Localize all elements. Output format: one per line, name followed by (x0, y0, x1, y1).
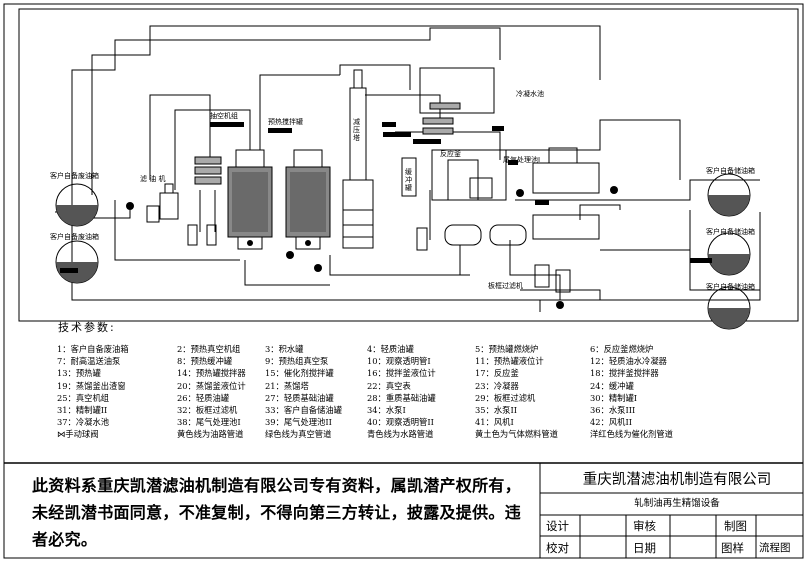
legend-item: 30：精制罐I (590, 392, 638, 403)
legend-item: 25：真空机组 (57, 392, 110, 403)
proof-label: 校对 (546, 541, 569, 555)
customer-waste-tank-2 (55, 240, 99, 284)
legend-item: 29：板框过滤机 (475, 392, 536, 403)
label-buffer: 缓冲罐 (405, 168, 412, 192)
label-tower: 减压塔 (353, 118, 360, 142)
legend-item: 31：精制罐II (57, 405, 108, 415)
legend-item: 39：尾气处理池II (265, 417, 332, 428)
legend-item: 23：冷凝器 (475, 380, 519, 391)
legend-item: 21：蒸馏塔 (265, 380, 309, 391)
legend-item: 15：催化剂搅拌罐 (265, 368, 334, 379)
legend-item: 38：尾气处理池I (177, 417, 241, 428)
customer-storage-tank-1 (707, 173, 751, 217)
preheat-reactor (227, 149, 273, 250)
project-name: 轧制油再生精馏设备 (634, 498, 720, 509)
label-reactor: 反应釜 (440, 150, 461, 158)
condensing-pools (532, 147, 600, 240)
legend-item: ⋈手动球阀 (57, 429, 99, 440)
design-label: 设计 (546, 519, 569, 533)
legend-item: 32：板框过滤机 (177, 405, 238, 415)
label-preheat: 预热搅拌罐 (268, 118, 303, 126)
label-customer-storage-tank-3: 客户自备储油箱 (706, 283, 755, 291)
legend-item: 40：观察透明管II (367, 417, 434, 428)
customer-storage-tank-3 (707, 286, 751, 330)
customer-storage-tank-2 (707, 232, 751, 276)
legend-item: 2：预热真空机组 (177, 344, 241, 354)
legend-item: 27：轻质基础油罐 (265, 392, 334, 403)
legend-item: 22：真空表 (367, 380, 411, 391)
legend-item: 41：风机I (475, 417, 514, 428)
legend-item: 18：搅拌釜搅拌器 (590, 368, 659, 379)
legend-item: 4：轻质油罐 (367, 344, 414, 354)
review-label: 审核 (633, 519, 656, 533)
legend-item: 黄色线为油路管道 (177, 429, 244, 440)
customer-waste-tank-1 (55, 183, 99, 227)
legend-item: 5：预热罐燃烧炉 (475, 344, 539, 354)
buffer-tanks (401, 157, 571, 293)
drawing-label: 制图 (724, 519, 747, 533)
legend-item: 7：耐高温送油泵 (57, 356, 121, 367)
legend-item: 青色线为水路管道 (367, 429, 434, 440)
legend-item: 3：积水罐 (265, 344, 304, 354)
sample-label: 图样 (721, 541, 744, 555)
evacuation-unit (146, 183, 217, 246)
legend-item: 10：观察透明管I (367, 356, 431, 367)
heat-exchangers (194, 102, 461, 185)
legend-item: 20：蒸馏釜液位计 (177, 380, 246, 391)
label-customer-storage-tank-1: 客户自备储油箱 (706, 167, 755, 175)
legend-item: 8：预热缓冲罐 (177, 356, 233, 367)
distillation-tower (342, 69, 374, 249)
flow-label: 流程图 (759, 542, 791, 554)
legend-item: 13：预热罐 (57, 368, 101, 379)
label-customer-waste-tank-1: 客户自备废油箱 (50, 172, 99, 180)
legend-item: 16：搅拌釜液位计 (367, 368, 436, 379)
filter-block (419, 67, 507, 201)
legend-item: 26：轻质油罐 (177, 392, 230, 403)
legend-item: 9：预热组真空泵 (265, 356, 329, 367)
legend-item: 绿色线为真空管道 (265, 429, 332, 440)
diagram-frame (18, 8, 799, 322)
pumps (126, 186, 618, 309)
piping (55, 25, 761, 312)
tech-params-title: 技术参数: (58, 321, 116, 334)
outer-frame (3, 3, 804, 559)
label-exhaust-pool: 尾气处理池I (503, 156, 541, 164)
legend-item: 14：预热罐搅拌器 (177, 368, 246, 379)
legend-item: 12：轻质油水冷凝器 (590, 356, 667, 367)
legend-item: 24：缓冲罐 (590, 380, 634, 391)
label-plate-filter: 板框过滤机 (488, 282, 523, 290)
company-name: 重庆凯潜滤油机制造有限公司 (582, 472, 772, 488)
legend-item: 洋红色线为催化剂管道 (590, 429, 673, 440)
legend-item: 17：反应釜 (475, 368, 519, 379)
legend: 1：客户自备废油箱 2：预热真空机组 3：积水罐 4：轻质油罐 5：预热罐燃烧炉 6：反应… (57, 345, 757, 445)
date-label: 日期 (633, 541, 656, 555)
legend-item: 1：客户自备废油箱 (57, 344, 129, 354)
label-cond-pool: 冷凝水池 (516, 90, 544, 98)
legend-item: 37：冷凝水池 (57, 417, 110, 428)
label-filter: 滤 油 机 (140, 175, 166, 183)
legend-item: 35：水泵II (475, 405, 518, 415)
legend-item: 42：风机II (590, 417, 633, 428)
reaction-reactor (285, 149, 331, 250)
copyright-notice: 此资料系重庆凯潜滤油机制造有限公司专有资料，属凯潜产权所有，未经凯潜书面同意，不… (32, 476, 522, 549)
tag-markers (60, 122, 712, 273)
legend-item: 19：蒸馏釜出渣窗 (57, 380, 126, 391)
legend-item: 28：重质基础油罐 (367, 392, 436, 403)
legend-item: 黄土色为气体燃料管道 (475, 429, 558, 440)
legend-item: 33：客户自备储油罐 (265, 405, 342, 415)
legend-item: 36：水泵III (590, 405, 636, 415)
label-evacuation: 抽空机组 (210, 112, 238, 120)
label-customer-waste-tank-2: 客户自备废油箱 (50, 233, 99, 241)
legend-item: 6：反应釜燃烧炉 (590, 344, 654, 354)
label-customer-storage-tank-2: 客户自备储油箱 (706, 228, 755, 236)
legend-item: 11：预热罐液位计 (475, 356, 544, 367)
legend-item: 34：水泵I (367, 405, 406, 415)
